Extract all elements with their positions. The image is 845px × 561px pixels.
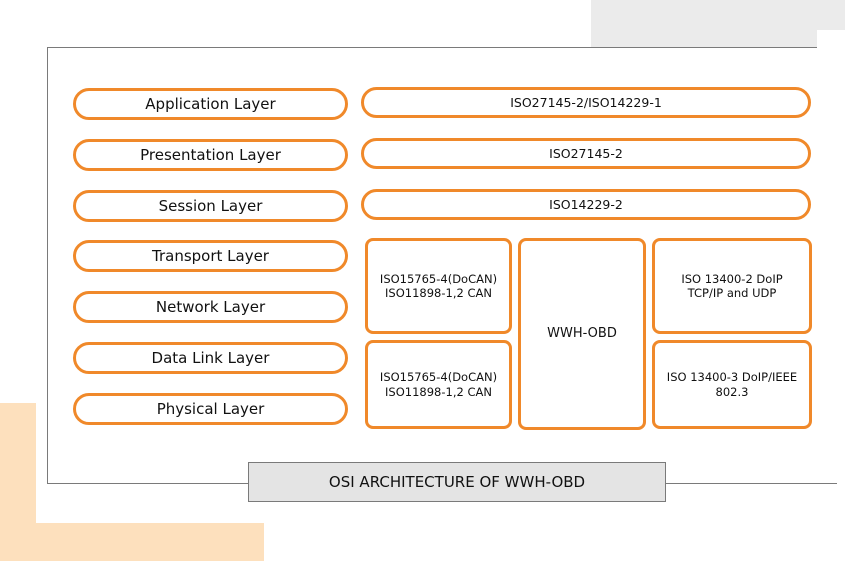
doip-lower-box: ISO 13400-3 DoIP/IEEE 802.3 [652, 340, 812, 429]
docan-upper-line1: ISO15765-4(DoCAN) [379, 271, 498, 286]
protocol-application: ISO27145-2/ISO14229-1 [361, 87, 811, 118]
wwh-obd-label: WWH-OBD [547, 325, 617, 341]
docan-upper-box: ISO15765-4(DoCAN) ISO11898-1,2 CAN [365, 238, 512, 334]
docan-lower-line1: ISO15765-4(DoCAN) [379, 370, 498, 385]
doip-lower-line1: ISO 13400-3 DoIP/IEEE [666, 370, 798, 385]
layer-application: Application Layer [73, 88, 348, 120]
doip-upper-box: ISO 13400-2 DoIP TCP/IP and UDP [652, 238, 812, 334]
doip-lower-line2: 802.3 [715, 384, 749, 399]
layer-physical: Physical Layer [73, 393, 348, 425]
protocol-session: ISO14229-2 [361, 189, 811, 220]
frame-right-gap [817, 30, 845, 146]
layer-presentation: Presentation Layer [73, 139, 348, 171]
wwh-obd-box: WWH-OBD [518, 238, 646, 430]
docan-upper-line2: ISO11898-1,2 CAN [385, 286, 492, 300]
docan-lower-line2: ISO11898-1,2 CAN [385, 384, 492, 399]
doip-upper-line1: ISO 13400-2 DoIP [681, 271, 783, 286]
layer-transport: Transport Layer [73, 240, 348, 272]
protocol-presentation: ISO27145-2 [361, 138, 811, 169]
layer-network: Network Layer [73, 291, 348, 323]
layer-session: Session Layer [73, 190, 348, 222]
diagram-caption: OSI ARCHITECTURE OF WWH-OBD [248, 462, 666, 502]
layer-data-link: Data Link Layer [73, 342, 348, 374]
docan-lower-box: ISO15765-4(DoCAN) ISO11898-1,2 CAN [365, 340, 512, 429]
doip-upper-line2: TCP/IP and UDP [687, 286, 777, 300]
